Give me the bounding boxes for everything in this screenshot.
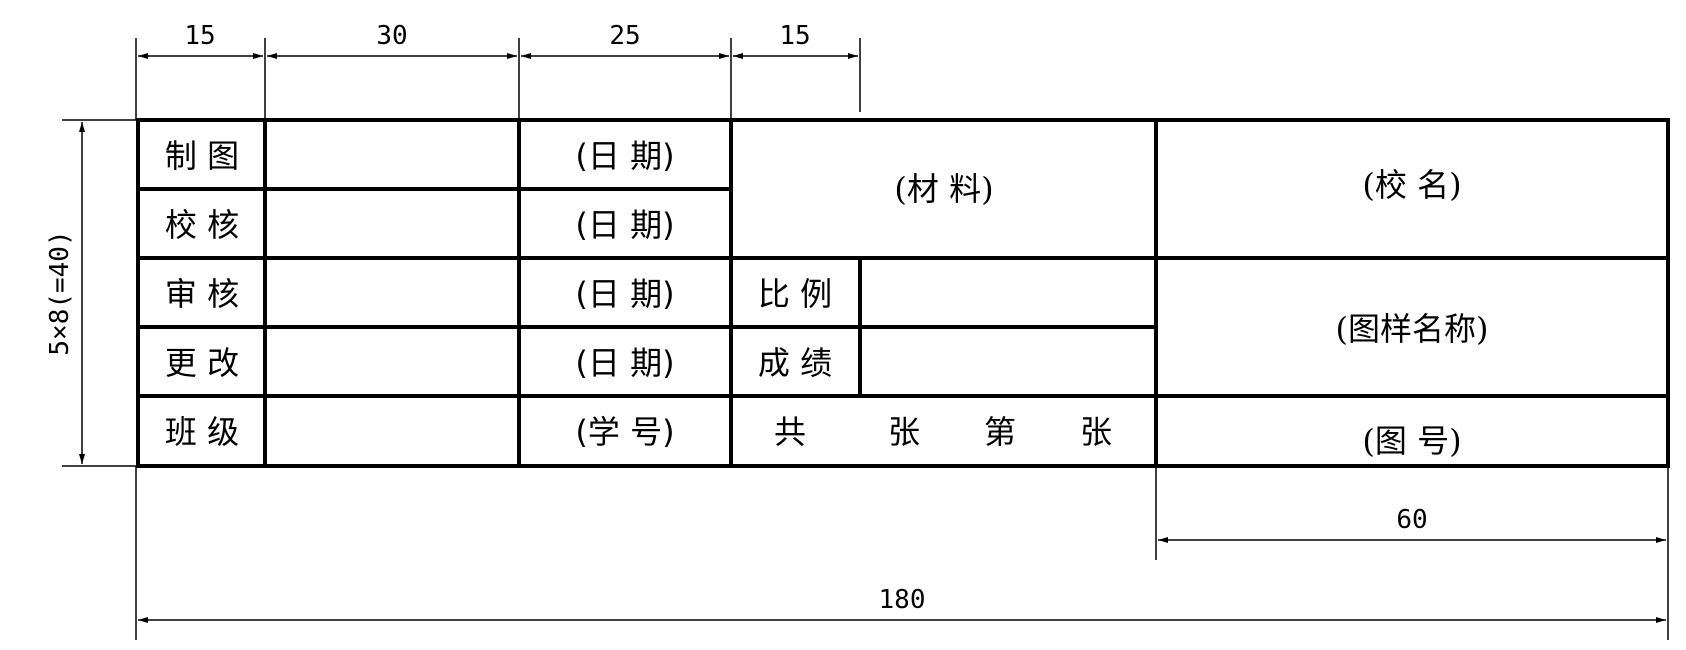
cell-date-4: (日 期): [575, 344, 674, 382]
dim-label-height: 5×8(=40): [45, 230, 75, 355]
dim-label-col1: 15: [184, 21, 215, 51]
title-block-table: [136, 118, 1670, 468]
dim-label-col2: 30: [376, 21, 407, 51]
cell-label-draw: 制 图: [165, 137, 239, 175]
table-outer-border: [136, 118, 1670, 468]
cell-label-class: 班 级: [165, 413, 239, 451]
dim-label-col4: 15: [779, 21, 810, 51]
cell-drawing-number: (图 号): [1362, 422, 1461, 460]
cell-sheets-di: 第: [984, 413, 1016, 451]
cell-grade-label: 成 绩: [758, 344, 832, 382]
cell-date-2: (日 期): [575, 206, 674, 244]
dimension-lines: [62, 38, 1669, 640]
cell-date-1: (日 期): [575, 137, 674, 175]
cell-scale-label: 比 例: [758, 275, 832, 313]
cell-label-check: 校 核: [165, 206, 239, 244]
dim-label-total-width: 180: [879, 585, 926, 615]
dim-label-right-width: 60: [1396, 505, 1427, 535]
cell-material: (材 料): [894, 170, 993, 208]
dim-label-col3: 25: [609, 21, 640, 51]
cell-school-name: (校 名): [1362, 166, 1461, 204]
cell-date-3: (日 期): [575, 275, 674, 313]
cell-student-number: (学 号): [575, 413, 674, 451]
cell-sheets-zhang-1: 张: [888, 413, 920, 451]
cell-label-review: 审 核: [165, 275, 239, 313]
cell-drawing-name: (图样名称): [1336, 310, 1489, 348]
cell-sheets-total: 共: [774, 413, 806, 451]
cell-sheets-zhang-2: 张: [1080, 413, 1112, 451]
cell-label-revise: 更 改: [165, 344, 239, 382]
